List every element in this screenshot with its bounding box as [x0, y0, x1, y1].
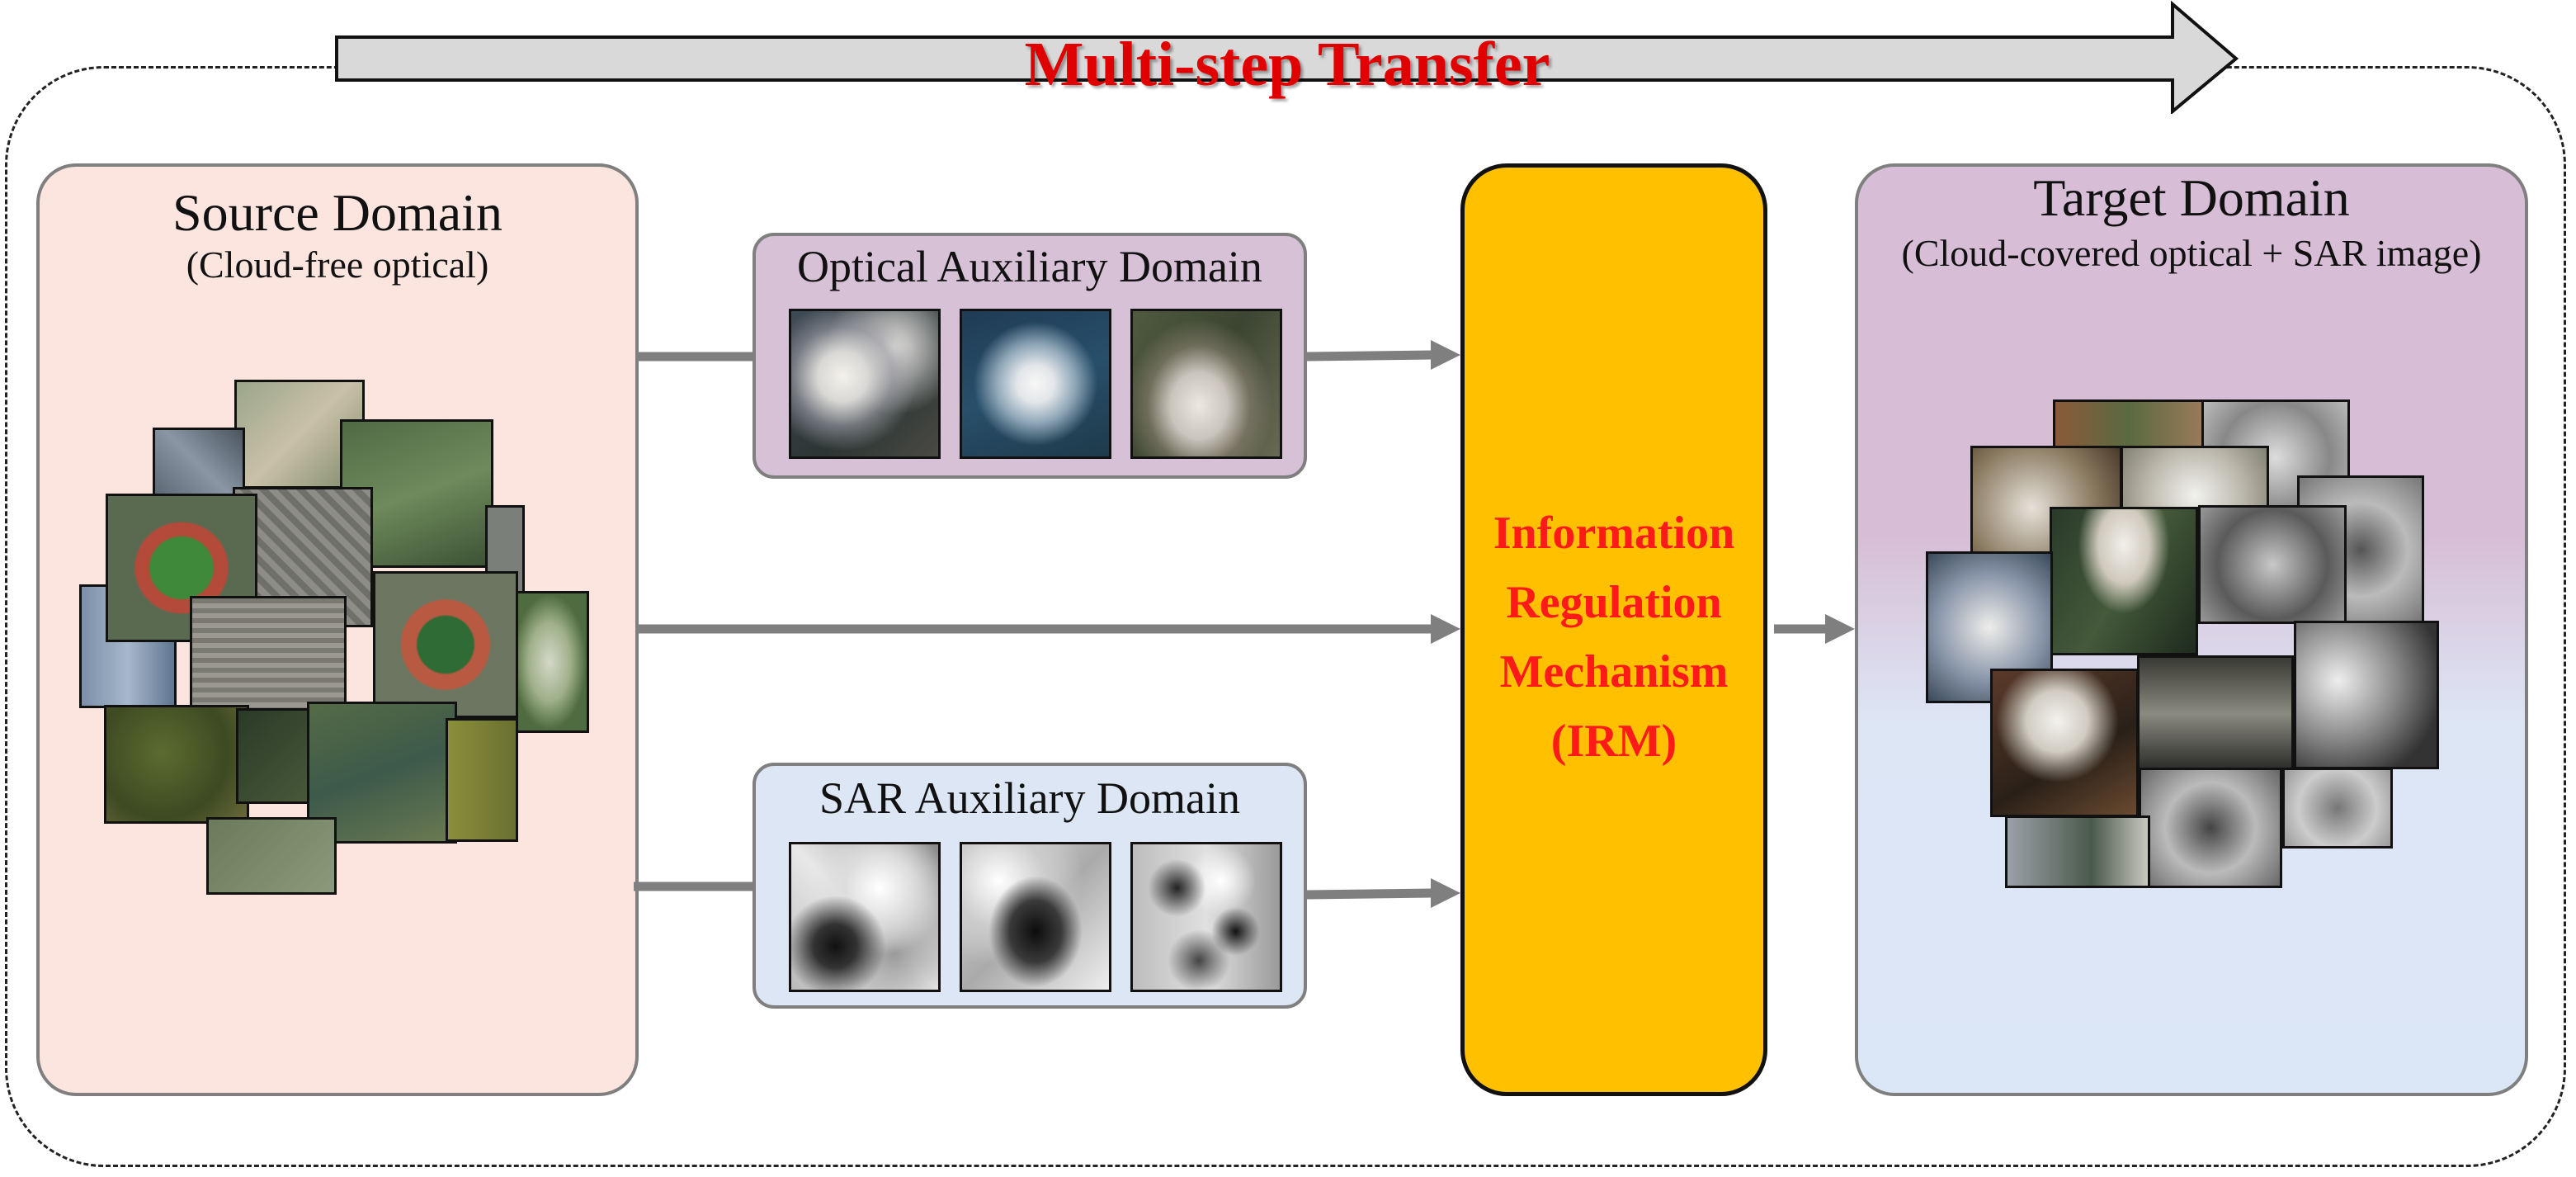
target-sar-tile [2139, 768, 2282, 888]
irm-label: Information Regulation Mechanism (IRM) [1460, 499, 1767, 776]
multi-step-transfer-arrow [335, 0, 2239, 114]
irm-block [1460, 163, 1767, 1096]
source-domain-subtitle: (Cloud-free optical) [186, 243, 489, 286]
source-tile [104, 705, 249, 824]
target-optical-tile [2005, 815, 2150, 888]
source-tile [446, 718, 518, 842]
source-tile [206, 817, 337, 895]
sar-to-irm-arrowhead [1431, 878, 1460, 908]
target-optical-tile [2137, 655, 2294, 773]
target-domain-subtitle: (Cloud-covered optical + SAR image) [1901, 232, 2482, 274]
irm-to-target-arrowhead [1825, 614, 1855, 644]
source-tile [190, 596, 347, 720]
target-optical-tile [1990, 669, 2139, 817]
sar-aux-image-1 [789, 842, 941, 992]
irm-line-1: Information [1493, 508, 1735, 559]
sar-to-irm-line [1306, 888, 1433, 900]
optical-aux-image-2 [960, 309, 1111, 459]
source-tile [510, 591, 589, 733]
source-domain-title: Source Domain [172, 183, 502, 242]
irm-line-2: Regulation [1506, 577, 1722, 628]
target-sar-tile [2198, 505, 2347, 624]
sar-aux-image-3 [1130, 842, 1282, 992]
target-domain-title: Target Domain [2033, 168, 2350, 227]
sar-aux-image-2 [960, 842, 1111, 992]
source-tile [236, 708, 318, 804]
target-sar-tile [2294, 621, 2439, 769]
banner-title: Multi-step Transfer [1024, 30, 1550, 99]
irm-line-3: Mechanism [1499, 646, 1729, 697]
irm-line-4: (IRM) [1550, 716, 1677, 767]
source-tile [153, 428, 245, 500]
optical-auxiliary-title: Optical Auxiliary Domain [797, 242, 1262, 291]
optical-to-irm-line [1306, 350, 1433, 362]
optical-to-irm-arrowhead [1431, 340, 1460, 370]
source-to-irm-arrowhead [1431, 614, 1460, 644]
sar-auxiliary-title: SAR Auxiliary Domain [819, 773, 1240, 823]
optical-aux-image-1 [789, 309, 941, 459]
target-optical-tile [2050, 507, 2198, 655]
optical-aux-image-3 [1130, 309, 1282, 459]
target-sar-tile [2282, 768, 2393, 848]
source-stadium-tile [373, 571, 518, 718]
